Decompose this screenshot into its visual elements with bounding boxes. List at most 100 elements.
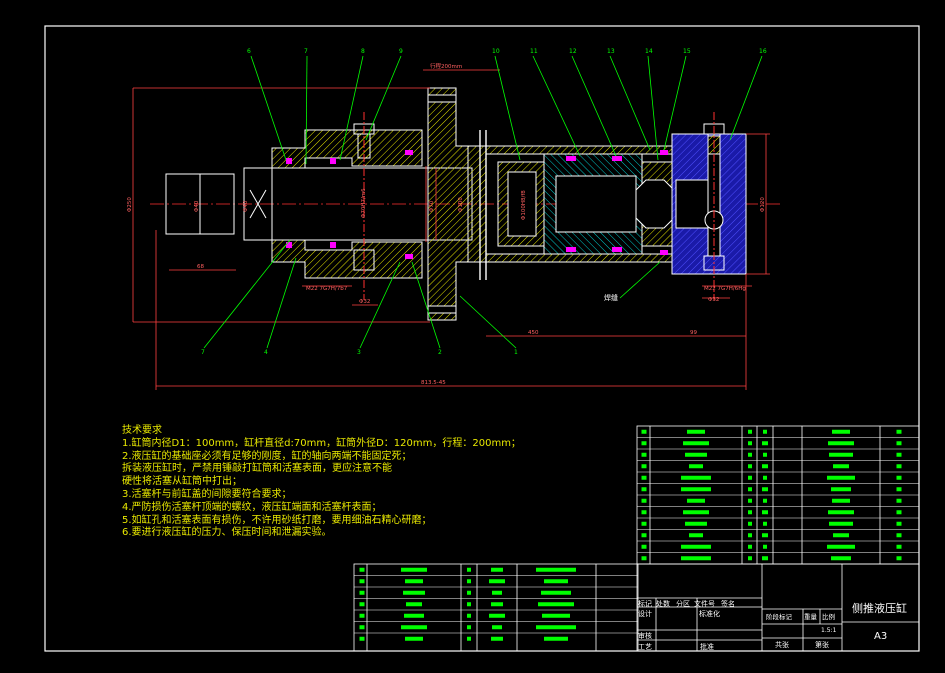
table-cell-bar <box>401 567 427 572</box>
rod-end <box>165 167 273 241</box>
table-cell-bar <box>762 533 768 538</box>
table-cell-bar <box>641 556 647 561</box>
table-cell-bar <box>359 613 365 618</box>
table-cell-bar <box>536 625 576 630</box>
dim-68: 68 <box>197 264 204 270</box>
rear-head <box>660 112 747 300</box>
table-cell-bar <box>748 556 752 561</box>
balloon-leaders <box>203 55 763 349</box>
table-cell-bar <box>641 487 647 492</box>
table-cell-bar <box>405 636 423 641</box>
table-cell-bar <box>467 636 471 641</box>
table-cell-bar <box>404 613 424 618</box>
table-cell-bar <box>748 464 752 469</box>
table-cell-bar <box>748 487 752 492</box>
table-cell-bar <box>359 579 365 584</box>
table-cell-bar <box>489 579 505 584</box>
dim-bore-left: Φ250 <box>127 197 133 212</box>
table-cell-bar <box>896 556 902 561</box>
table-cell-bar <box>748 452 752 457</box>
table-cell-bar <box>641 544 647 549</box>
table-cell-bar <box>896 464 902 469</box>
table-cell-bar <box>689 464 703 469</box>
table-cell-bar <box>406 602 422 607</box>
dimension-lines <box>132 69 770 390</box>
table-cell-bar <box>827 544 855 549</box>
label-doc-no: 文件号 <box>694 600 715 608</box>
table-cell-bar <box>833 533 849 538</box>
table-cell-bar <box>762 441 768 446</box>
balloon-16: 16 <box>759 48 767 55</box>
table-cell-bar <box>401 625 427 630</box>
table-cell-bar <box>489 613 505 618</box>
label-approve: 批准 <box>700 643 714 651</box>
table-cell-bar <box>359 567 365 572</box>
table-cell-bar <box>685 452 707 457</box>
sheet-size: A3 <box>874 631 888 642</box>
table-cell-bar <box>896 475 902 480</box>
table-cell-bar <box>748 544 752 549</box>
dim-450: 450 <box>528 330 539 336</box>
table-cell-bar <box>467 590 471 595</box>
notes-heading: 技术要求 <box>122 425 162 436</box>
table-cell-bar <box>467 567 471 572</box>
balloon-13: 13 <box>607 48 615 55</box>
label-standardize: 标准化 <box>699 610 720 618</box>
table-cell-bar <box>829 452 853 457</box>
table-cell-bar <box>829 521 853 526</box>
dim-fit-left: M22 7G7H/7b7 <box>306 286 348 292</box>
balloon-4: 4 <box>264 349 268 356</box>
table-cell-bar <box>403 590 425 595</box>
table-cell-bar <box>896 498 902 503</box>
table-cell-bar <box>492 590 502 595</box>
table-cell-bar <box>491 602 503 607</box>
balloon-9: 9 <box>399 48 403 55</box>
table-cell-bar <box>896 441 902 446</box>
dim-d32-right: Φ32 <box>708 297 719 303</box>
parts-table-upper <box>637 429 919 561</box>
table-cell-bar <box>641 429 647 434</box>
table-cell-bar <box>641 452 647 457</box>
drawing-name: 侧推液压缸 <box>852 602 907 615</box>
label-signature: 签名 <box>721 600 735 608</box>
table-cell-bar <box>641 441 647 446</box>
table-cell-bar <box>544 579 568 584</box>
label-process: 工艺 <box>638 643 652 651</box>
balloon-2: 2 <box>438 349 442 356</box>
parts-table-lower <box>354 567 638 641</box>
table-cell-bar <box>405 579 423 584</box>
note-line-3: 拆装液压缸时，严禁用锤敲打缸筒和活塞表面，更应注意不能 <box>122 463 392 475</box>
dim-diam-a: Φ70H7/m6 <box>361 188 367 218</box>
note-line-5: 3.活塞杆与前缸盖的间隙要符合要求； <box>122 488 292 500</box>
table-cell-bar <box>681 487 711 492</box>
note-line-4: 硬性将活塞从缸筒中打出； <box>122 476 242 488</box>
dim-d40: Φ40 <box>243 200 249 212</box>
table-cell-bar <box>763 521 767 526</box>
label-scale: 比例 <box>822 613 835 621</box>
table-cell-bar <box>763 475 767 480</box>
table-cell-bar <box>748 521 752 526</box>
table-cell-bar <box>763 452 767 457</box>
table-cell-bar <box>359 602 365 607</box>
table-cell-bar <box>467 613 471 618</box>
label-design: 设计 <box>638 610 652 618</box>
table-cell-bar <box>748 498 752 503</box>
table-cell-bar <box>896 510 902 515</box>
table-cell-bar <box>536 567 576 572</box>
dim-diam-b: Φ100H8/f8 <box>521 190 527 220</box>
table-cell-bar <box>831 487 851 492</box>
table-cell-bar <box>748 475 752 480</box>
dim-d32-left: Φ32 <box>359 299 370 305</box>
balloon-numbers: 6 7 8 9 10 11 12 13 14 15 16 7 4 3 2 1 <box>201 48 767 356</box>
table-cell-bar <box>763 429 767 434</box>
table-cell-bar <box>542 613 570 618</box>
table-cell-bar <box>681 544 711 549</box>
table-cell-bar <box>641 464 647 469</box>
table-cell-bar <box>762 510 768 515</box>
dim-diam-c: Φ40 <box>194 200 200 212</box>
table-cell-bar <box>689 533 703 538</box>
table-cell-bar <box>492 625 502 630</box>
table-cell-bar <box>685 521 707 526</box>
label-total-sheets: 共张 <box>775 641 789 649</box>
dim-stroke: 行程200mm <box>430 62 462 70</box>
